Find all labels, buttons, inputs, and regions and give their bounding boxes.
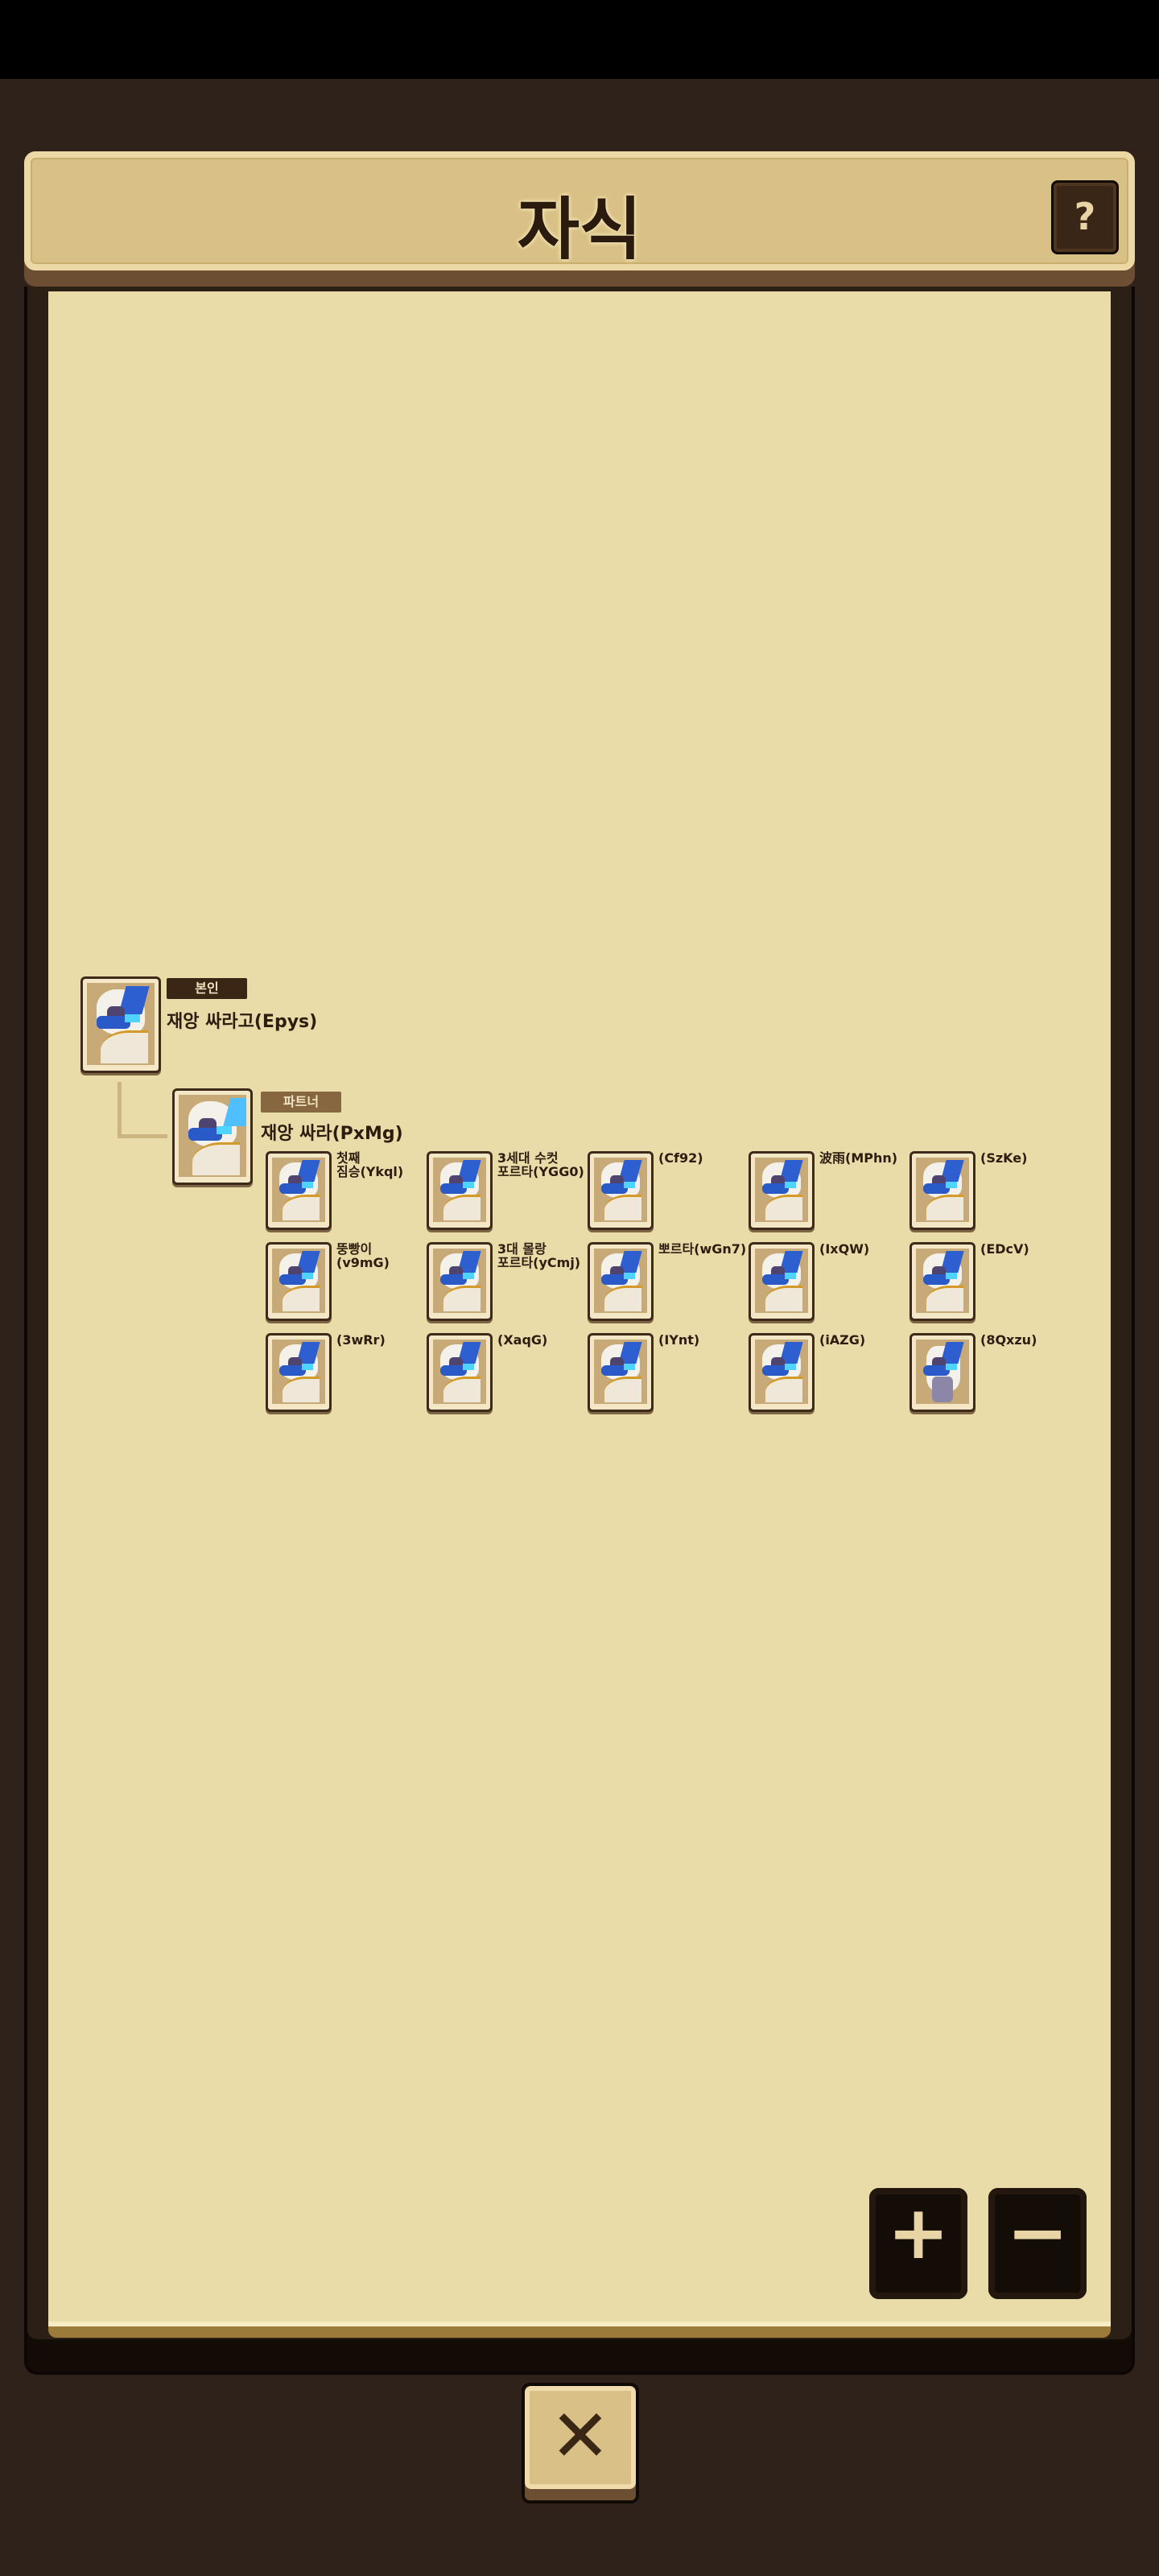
child-portrait[interactable] bbox=[266, 1151, 332, 1230]
self-badge: 본인 bbox=[167, 978, 247, 999]
close-button[interactable]: ✕ bbox=[522, 2383, 639, 2504]
child-portrait[interactable] bbox=[266, 1333, 332, 1412]
partner-portrait[interactable] bbox=[172, 1088, 253, 1185]
child-name: (8Qxzu) bbox=[980, 1332, 1037, 1348]
child-portrait[interactable] bbox=[588, 1333, 654, 1412]
zoom-in-button[interactable]: + bbox=[869, 2188, 967, 2299]
child-name: (IYnt) bbox=[658, 1332, 700, 1348]
child-portrait[interactable] bbox=[266, 1242, 332, 1321]
child-name: (iAZG) bbox=[819, 1332, 866, 1348]
child-name: (3wRr) bbox=[336, 1332, 386, 1348]
child-portrait[interactable] bbox=[588, 1151, 654, 1230]
status-bar bbox=[0, 0, 1159, 79]
close-icon: ✕ bbox=[525, 2386, 636, 2489]
help-button[interactable]: ? bbox=[1051, 180, 1119, 254]
child-name: 뽀르타(wGn7) bbox=[658, 1241, 747, 1257]
child-portrait[interactable] bbox=[909, 1242, 975, 1321]
child-portrait[interactable] bbox=[749, 1333, 815, 1412]
child-portrait[interactable] bbox=[427, 1151, 493, 1230]
child-name: (IxQW) bbox=[819, 1241, 870, 1257]
page-title: 자식 bbox=[517, 190, 642, 269]
child-portrait[interactable] bbox=[588, 1242, 654, 1321]
child-name: 뚱빵이(v9mG) bbox=[336, 1241, 390, 1270]
child-name: 波雨(MPhn) bbox=[819, 1150, 898, 1166]
child-name: 3대 몰랑 포르타(yCmj) bbox=[497, 1241, 581, 1270]
child-portrait[interactable] bbox=[909, 1151, 975, 1230]
title-panel: 자식 ? bbox=[24, 151, 1135, 287]
child-name: 첫째 짐승(Ykql) bbox=[336, 1150, 404, 1179]
zoom-out-button[interactable]: − bbox=[988, 2188, 1087, 2299]
self-name: 재앙 싸라고(Epys) bbox=[167, 1012, 318, 1032]
child-portrait[interactable] bbox=[749, 1242, 815, 1321]
child-portrait[interactable] bbox=[909, 1333, 975, 1412]
partner-name: 재앙 싸라(PxMg) bbox=[261, 1124, 403, 1144]
child-portrait[interactable] bbox=[749, 1151, 815, 1230]
child-name: 3세대 수컷 포르타(YGG0) bbox=[497, 1150, 584, 1179]
child-name: (SzKe) bbox=[980, 1150, 1028, 1166]
child-portrait[interactable] bbox=[427, 1242, 493, 1321]
child-name: (XaqG) bbox=[497, 1332, 548, 1348]
partner-badge: 파트너 bbox=[261, 1092, 341, 1113]
tree-connector bbox=[118, 1082, 167, 1138]
self-portrait[interactable] bbox=[80, 976, 161, 1073]
child-name: (Cf92) bbox=[658, 1150, 703, 1166]
child-name: (EDcV) bbox=[980, 1241, 1029, 1257]
child-portrait[interactable] bbox=[427, 1333, 493, 1412]
